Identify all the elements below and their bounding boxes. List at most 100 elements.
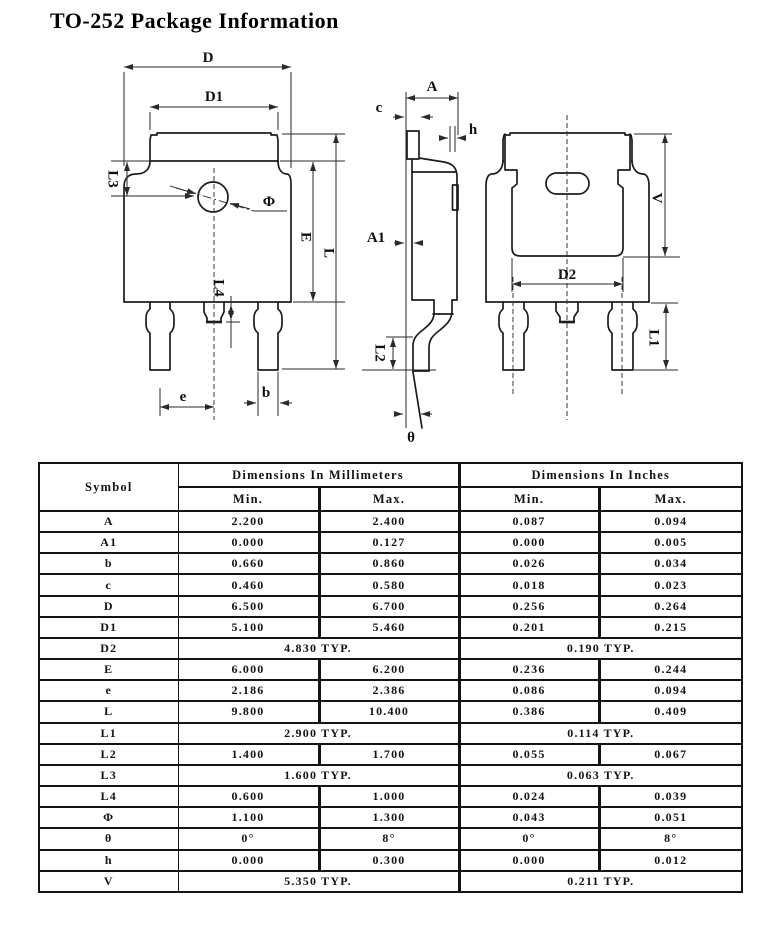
side-label-L2: L2 — [372, 344, 388, 362]
in-min-cell: 0.000 — [457, 848, 600, 872]
header-millimeters: Dimensions In Millimeters — [177, 462, 460, 488]
side-label-c: c — [376, 100, 383, 116]
symbol-cell: Φ — [38, 806, 179, 830]
symbol-cell: L2 — [38, 742, 179, 766]
symbol-cell: L1 — [38, 721, 179, 745]
in-max-cell: 0.215 — [597, 615, 743, 639]
symbol-cell: h — [38, 848, 179, 872]
back-label-V: V — [649, 193, 665, 204]
back-view: V D2 L1 — [485, 115, 680, 420]
in-min-cell: 0.026 — [457, 552, 600, 576]
front-label-D: D — [203, 50, 214, 66]
in-max-cell: 0.005 — [597, 531, 743, 555]
symbol-cell: θ — [38, 827, 179, 851]
symbol-cell: D1 — [38, 615, 179, 639]
side-label-h: h — [469, 122, 478, 138]
in-min-cell: 0° — [457, 827, 600, 851]
in-min-cell: 0.087 — [457, 509, 600, 534]
mm-max-cell: 1.700 — [317, 742, 460, 766]
mm-max-cell: 5.460 — [317, 615, 460, 639]
symbol-cell: b — [38, 552, 179, 576]
front-label-L: L — [321, 248, 337, 258]
in-max-cell: 0.051 — [597, 806, 743, 830]
mm-min-cell: 6.500 — [177, 594, 320, 618]
in-max-cell: 8° — [597, 827, 743, 851]
header-in-min: Min. — [457, 486, 600, 512]
mm-min-cell: 0.460 — [177, 573, 320, 597]
mm-min-cell: 0.000 — [177, 848, 320, 872]
header-mm-max: Max. — [317, 486, 460, 512]
in-max-cell: 0.039 — [597, 785, 743, 809]
mm-min-cell: 2.200 — [177, 509, 320, 534]
mm-max-cell: 0.580 — [317, 573, 460, 597]
mm-min-cell: 0.660 — [177, 552, 320, 576]
header-symbol: Symbol — [38, 462, 179, 512]
package-outline-drawing: Φ D D1 L3 E L L4 — [105, 50, 680, 446]
in-max-cell: 0.094 — [597, 679, 743, 703]
mm-max-cell: 6.700 — [317, 594, 460, 618]
symbol-cell: c — [38, 573, 179, 597]
in-min-cell: 0.386 — [457, 700, 600, 724]
symbol-cell: D — [38, 594, 179, 618]
in-max-cell: 0.244 — [597, 658, 743, 682]
front-label-L4: L4 — [211, 279, 227, 297]
symbol-cell: A1 — [38, 531, 179, 555]
front-label-phi: Φ — [263, 194, 275, 210]
mm-min-cell: 1.100 — [177, 806, 320, 830]
in-max-cell: 0.067 — [597, 742, 743, 766]
in-max-cell: 0.023 — [597, 573, 743, 597]
front-label-L3: L3 — [105, 170, 121, 188]
symbol-cell: L — [38, 700, 179, 724]
in-typ-cell: 0.063 TYP. — [457, 763, 743, 788]
mm-max-cell: 0.300 — [317, 848, 460, 872]
in-min-cell: 0.024 — [457, 785, 600, 809]
mm-min-cell: 6.000 — [177, 658, 320, 682]
side-label-theta: θ — [407, 430, 415, 446]
symbol-cell: A — [38, 509, 179, 534]
mm-max-cell: 1.000 — [317, 785, 460, 809]
mm-max-cell: 10.400 — [317, 700, 460, 724]
front-view: Φ D D1 L3 E L L4 — [105, 50, 345, 420]
symbol-cell: e — [38, 679, 179, 703]
in-max-cell: 0.012 — [597, 848, 743, 872]
header-in-max: Max. — [597, 486, 743, 512]
back-label-D2: D2 — [558, 267, 576, 283]
dimensions-table: Symbol Dimensions In Millimeters Dimensi… — [38, 462, 744, 894]
in-min-cell: 0.201 — [457, 615, 600, 639]
front-label-e: e — [180, 389, 187, 405]
mm-min-cell: 0.600 — [177, 785, 320, 809]
symbol-cell: D2 — [38, 636, 179, 661]
in-min-cell: 0.256 — [457, 594, 600, 618]
dimensions-table-header: Symbol Dimensions In Millimeters Dimensi… — [38, 462, 743, 512]
mm-min-cell: 0.000 — [177, 531, 320, 555]
header-inches: Dimensions In Inches — [457, 462, 743, 488]
symbol-cell: V — [38, 869, 179, 894]
in-min-cell: 0.086 — [457, 679, 600, 703]
in-min-cell: 0.000 — [457, 531, 600, 555]
symbol-cell: L3 — [38, 763, 179, 788]
mm-max-cell: 0.127 — [317, 531, 460, 555]
in-typ-cell: 0.190 TYP. — [457, 636, 743, 661]
in-max-cell: 0.094 — [597, 509, 743, 534]
mm-min-cell: 0° — [177, 827, 320, 851]
in-typ-cell: 0.114 TYP. — [457, 721, 743, 745]
mm-typ-cell: 4.830 TYP. — [177, 636, 460, 661]
side-label-A1: A1 — [367, 230, 385, 246]
in-min-cell: 0.018 — [457, 573, 600, 597]
symbol-cell: L4 — [38, 785, 179, 809]
